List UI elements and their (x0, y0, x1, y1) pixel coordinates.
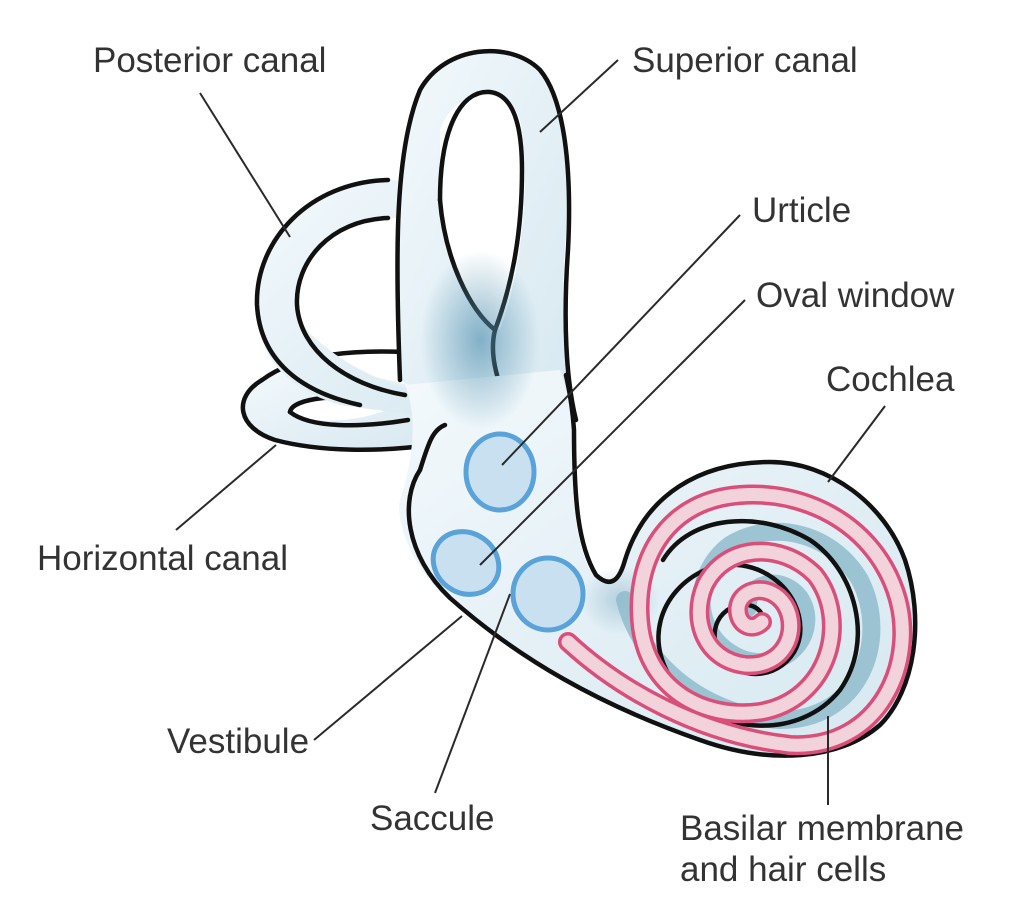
leader-vestibule (313, 615, 463, 741)
leader-oval-window (479, 299, 746, 566)
label-basilar-line1: Basilar membrane (680, 809, 964, 848)
label-basilar-line2: and hair cells (680, 850, 886, 889)
label-horizontal-canal: Horizontal canal (37, 539, 288, 578)
label-posterior-canal: Posterior canal (93, 41, 326, 80)
leader-saccule (434, 593, 511, 794)
label-oval-window: Oval window (756, 276, 955, 315)
leader-posterior-canal (199, 92, 291, 238)
leader-horizontal-canal (175, 444, 277, 531)
leader-cochlea (827, 405, 886, 483)
oval-window-shape (430, 529, 502, 597)
label-urticle: Urticle (752, 191, 851, 230)
label-superior-canal: Superior canal (632, 41, 858, 80)
leader-superior-canal (539, 59, 619, 133)
basilar-membrane (558, 484, 913, 756)
label-cochlea: Cochlea (826, 360, 955, 399)
urticle-shape (463, 431, 537, 513)
leader-urticle (501, 214, 741, 466)
label-saccule: Saccule (370, 799, 495, 838)
label-vestibule: Vestibule (167, 722, 309, 761)
saccule-shape (510, 555, 586, 633)
